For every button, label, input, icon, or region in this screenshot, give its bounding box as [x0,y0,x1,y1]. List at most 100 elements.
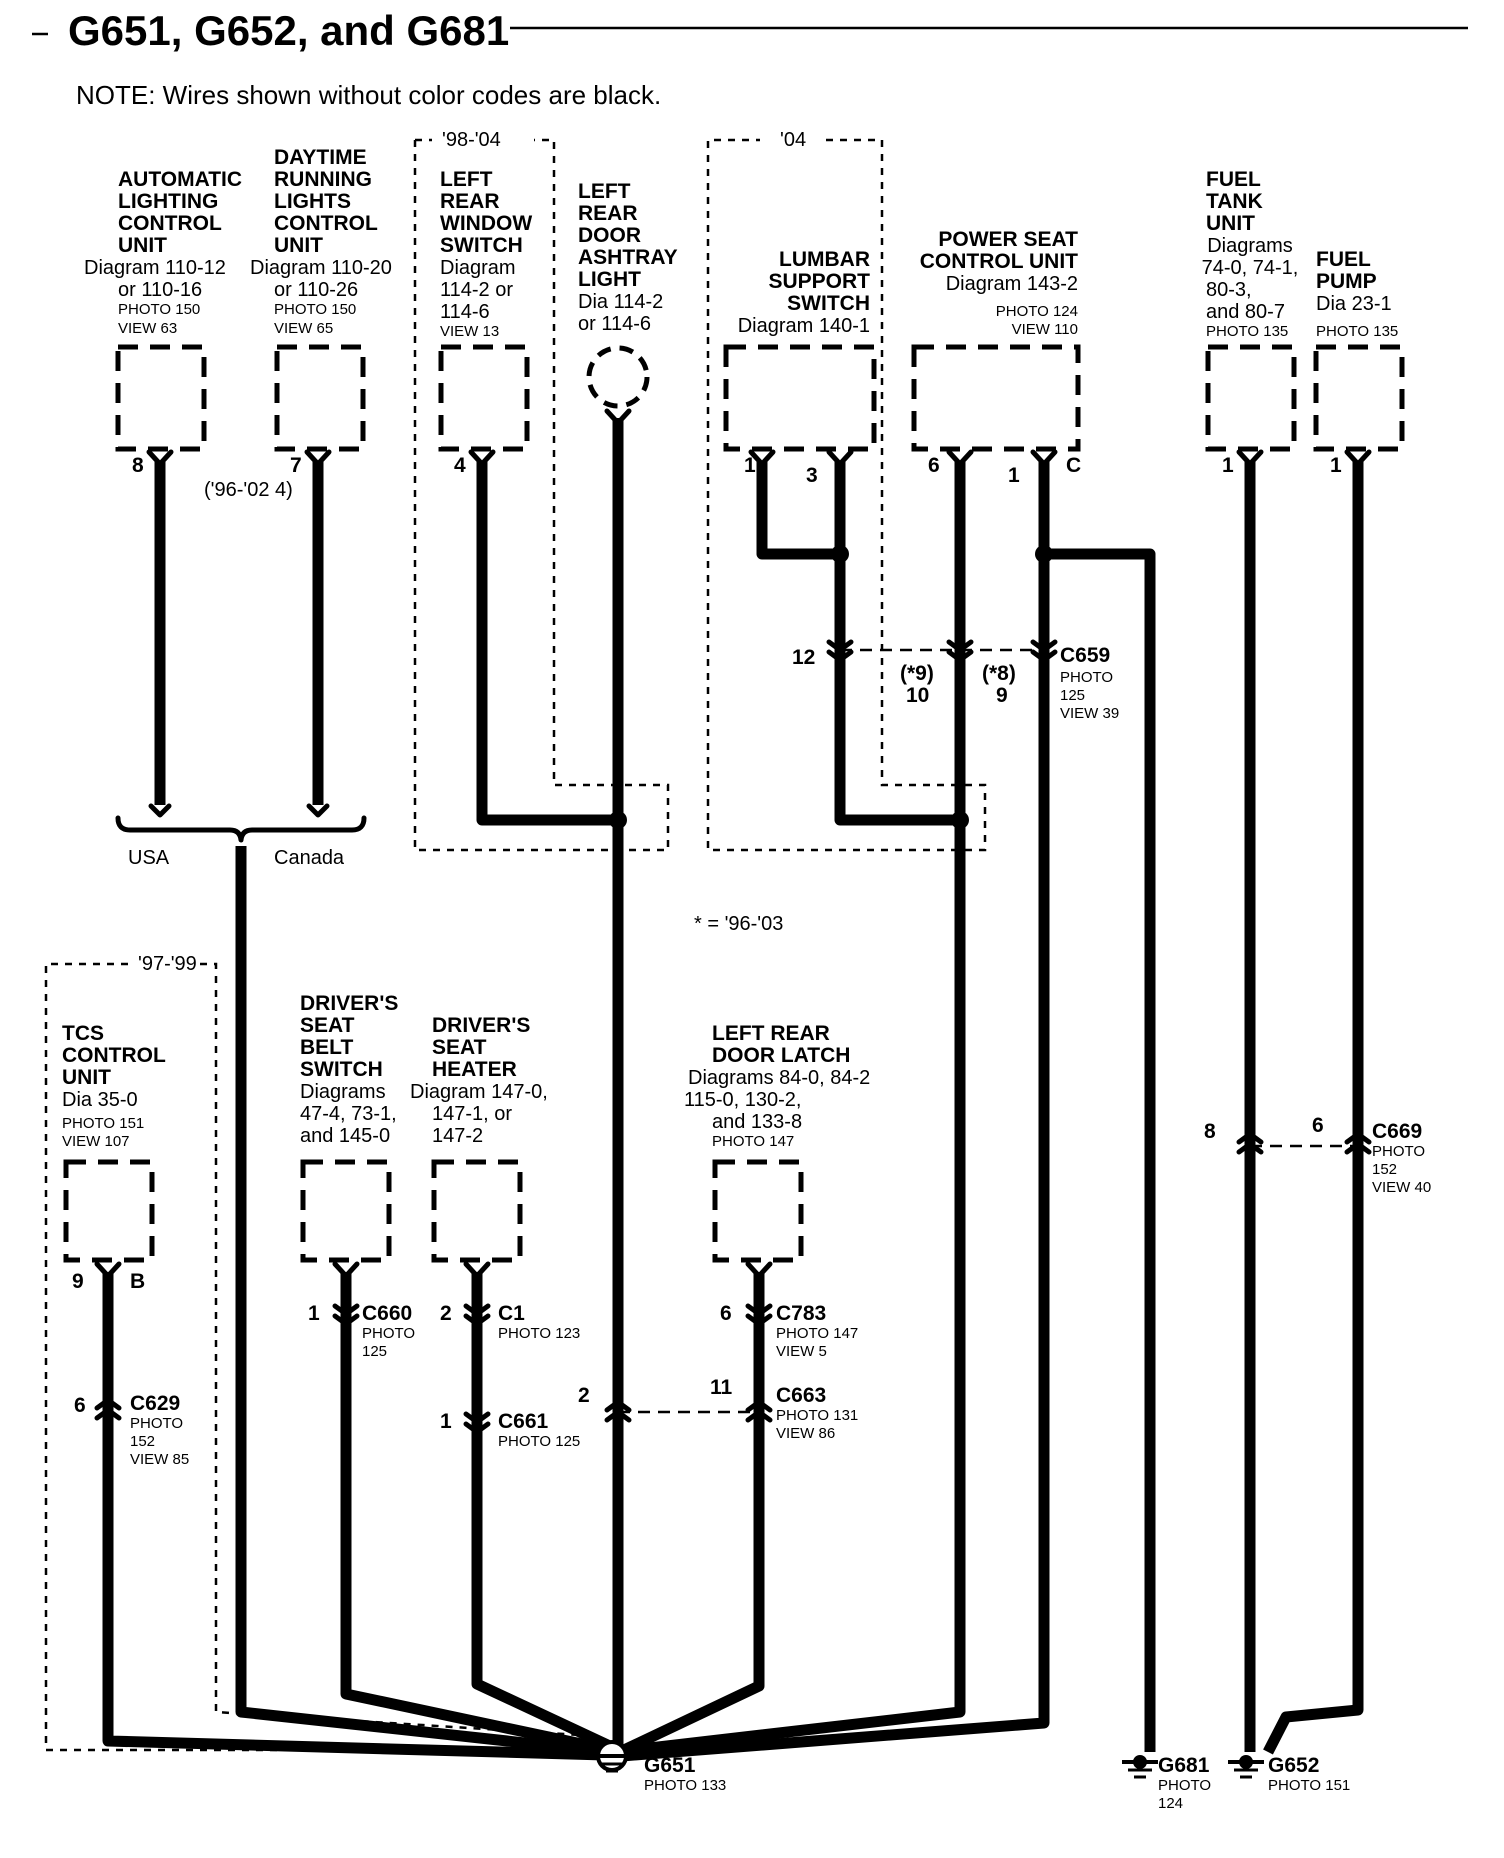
power-seat-unit-box [911,344,1081,452]
usa-canada-brace [115,815,367,843]
svg-text:6: 6 [74,1394,86,1417]
c661-pin-1 [463,1411,491,1435]
svg-text:UNIT: UNIT [274,234,323,257]
window-switch-label: LEFT REAR WINDOW SWITCH Diagram 114-2 or… [440,168,532,340]
terminal-tcs [94,1261,122,1279]
svg-text:and 80-7: and 80-7 [1206,301,1285,323]
splice-power-seat-6 [951,811,969,829]
svg-text:or 114-6: or 114-6 [578,313,651,335]
svg-text:PHOTO 151: PHOTO 151 [62,1115,144,1132]
svg-text:RUNNING: RUNNING [274,168,372,191]
svg-text:9: 9 [996,684,1008,707]
svg-text:LUMBAR: LUMBAR [779,248,870,271]
svg-text:125: 125 [362,1343,387,1360]
svg-text:10: 10 [906,684,929,707]
wire-seat-heater [471,1272,617,1753]
svg-text:FUEL: FUEL [1206,168,1261,191]
svg-text:6: 6 [720,1302,732,1325]
wire-power-seat-to-g681 [1044,548,1156,1752]
svg-text:PHOTO 133: PHOTO 133 [644,1777,726,1794]
wire-door-latch [621,1272,765,1755]
svg-text:DOOR: DOOR [578,224,641,247]
connector-c659-label: 12 (*9) 10 (*8) 9 C659 PHOTO 125 VIEW 39 [792,644,1119,722]
svg-text:VIEW 110: VIEW 110 [1012,321,1078,338]
lumbar-switch-box [723,344,877,452]
zone-label-left-rear-window: '98-'04 [442,129,501,151]
svg-text:PHOTO 147: PHOTO 147 [776,1325,858,1342]
svg-text:SWITCH: SWITCH [440,234,523,257]
terminal-ashtray [604,408,632,426]
connector-c661-label: 1 C661 PHOTO 125 [440,1410,580,1450]
svg-text:UNIT: UNIT [62,1066,111,1089]
connector-c660-label: 1 C660 PHOTO 125 [308,1302,415,1360]
svg-text:VIEW 65: VIEW 65 [274,320,333,337]
pin-label-window: 4 [454,454,466,477]
svg-text:CONTROL: CONTROL [62,1044,166,1067]
svg-text:PHOTO: PHOTO [130,1415,183,1432]
svg-text:Diagram 140-1: Diagram 140-1 [738,315,870,337]
svg-text:UNIT: UNIT [1206,212,1255,235]
splice-ashtray [609,811,627,829]
svg-text:2: 2 [440,1302,452,1325]
terminal-seat-belt [332,1261,360,1279]
fuel-tank-unit-box [1205,344,1297,452]
canada-label: Canada [274,847,345,869]
c1-pin-2 [463,1303,491,1327]
wire-seat-belt [340,1272,612,1756]
terminal-window-4 [468,449,496,467]
pin-label-auto-lighting: 8 [132,454,144,477]
fuel-pump-label: FUEL PUMP Dia 23-1 PHOTO 135 [1316,248,1398,340]
pin-label-power-seat-6: 6 [928,454,940,477]
terminal-fuel-tank [1236,449,1264,467]
svg-text:125: 125 [1060,687,1085,704]
wire-lumbar-3 [834,462,960,826]
svg-text:6: 6 [1312,1114,1324,1137]
ground-g681-icon [1122,1755,1158,1779]
seat-heater-box [431,1159,523,1263]
lumbar-switch-label: LUMBAR SUPPORT SWITCH Diagram 140-1 [738,248,870,337]
terminal-lumbar-3 [826,449,854,467]
svg-text:and 145-0: and 145-0 [300,1125,390,1147]
c659-pin-12 [826,639,854,663]
svg-text:1: 1 [440,1410,452,1433]
ashtray-light-label: LEFT REAR DOOR ASHTRAY LIGHT Dia 114-2 o… [578,180,678,335]
svg-text:124: 124 [1158,1795,1183,1812]
svg-text:VIEW 107: VIEW 107 [62,1133,130,1150]
pin-label-tcs-b: B [130,1270,145,1293]
terminal-power-seat-c [1030,449,1058,467]
c629-pin-6 [94,1397,122,1421]
svg-text:AUTOMATIC: AUTOMATIC [118,168,242,191]
svg-text:VIEW 13: VIEW 13 [440,323,499,340]
pin-label-power-seat-c: C [1066,454,1081,477]
seat-belt-label: DRIVER'S SEAT BELT SWITCH Diagrams 47-4,… [300,992,398,1147]
svg-text:Dia 35-0: Dia 35-0 [62,1089,138,1111]
svg-text:(*9): (*9) [900,662,934,685]
svg-text:CONTROL UNIT: CONTROL UNIT [920,250,1078,273]
zone-label-tcs: '97-'99 [138,953,197,975]
pin-label-power-seat-1: 1 [1008,464,1020,487]
ground-g652-icon [1228,1755,1264,1779]
c663-pin-11 [745,1399,773,1423]
drl-label: DAYTIME RUNNING LIGHTS CONTROL UNIT Diag… [250,146,392,337]
svg-text:VIEW 85: VIEW 85 [130,1451,189,1468]
svg-text:47-4, 73-1,: 47-4, 73-1, [300,1103,397,1125]
ground-g681-label: G681 PHOTO 124 [1158,1754,1211,1812]
svg-text:115-0, 130-2,: 115-0, 130-2, [684,1089,802,1111]
pin-terminals [94,408,1372,1279]
c663-pin-2 [604,1399,632,1423]
svg-text:REAR: REAR [440,190,500,213]
svg-text:Diagram 110-12: Diagram 110-12 [84,257,226,279]
svg-text:PHOTO 125: PHOTO 125 [498,1433,580,1450]
svg-text:G652: G652 [1268,1754,1319,1777]
svg-text:Dia 23-1: Dia 23-1 [1316,293,1392,315]
zone-left-rear-window: '98-'04 [413,129,670,852]
svg-text:PHOTO: PHOTO [362,1325,415,1342]
fuel-tank-label: FUEL TANK UNIT Diagrams 74-0, 74-1, 80-3… [1202,168,1299,340]
c669-pin-8 [1236,1131,1264,1155]
svg-text:PUMP: PUMP [1316,270,1377,293]
connector-c629-label: 6 C629 PHOTO 152 VIEW 85 [74,1392,189,1468]
connector-c669-label: 8 6 C669 PHOTO 152 VIEW 40 [1204,1114,1431,1196]
wire-window-switch [476,462,618,826]
c669-pin-6 [1344,1131,1372,1155]
svg-text:C659: C659 [1060,644,1110,667]
